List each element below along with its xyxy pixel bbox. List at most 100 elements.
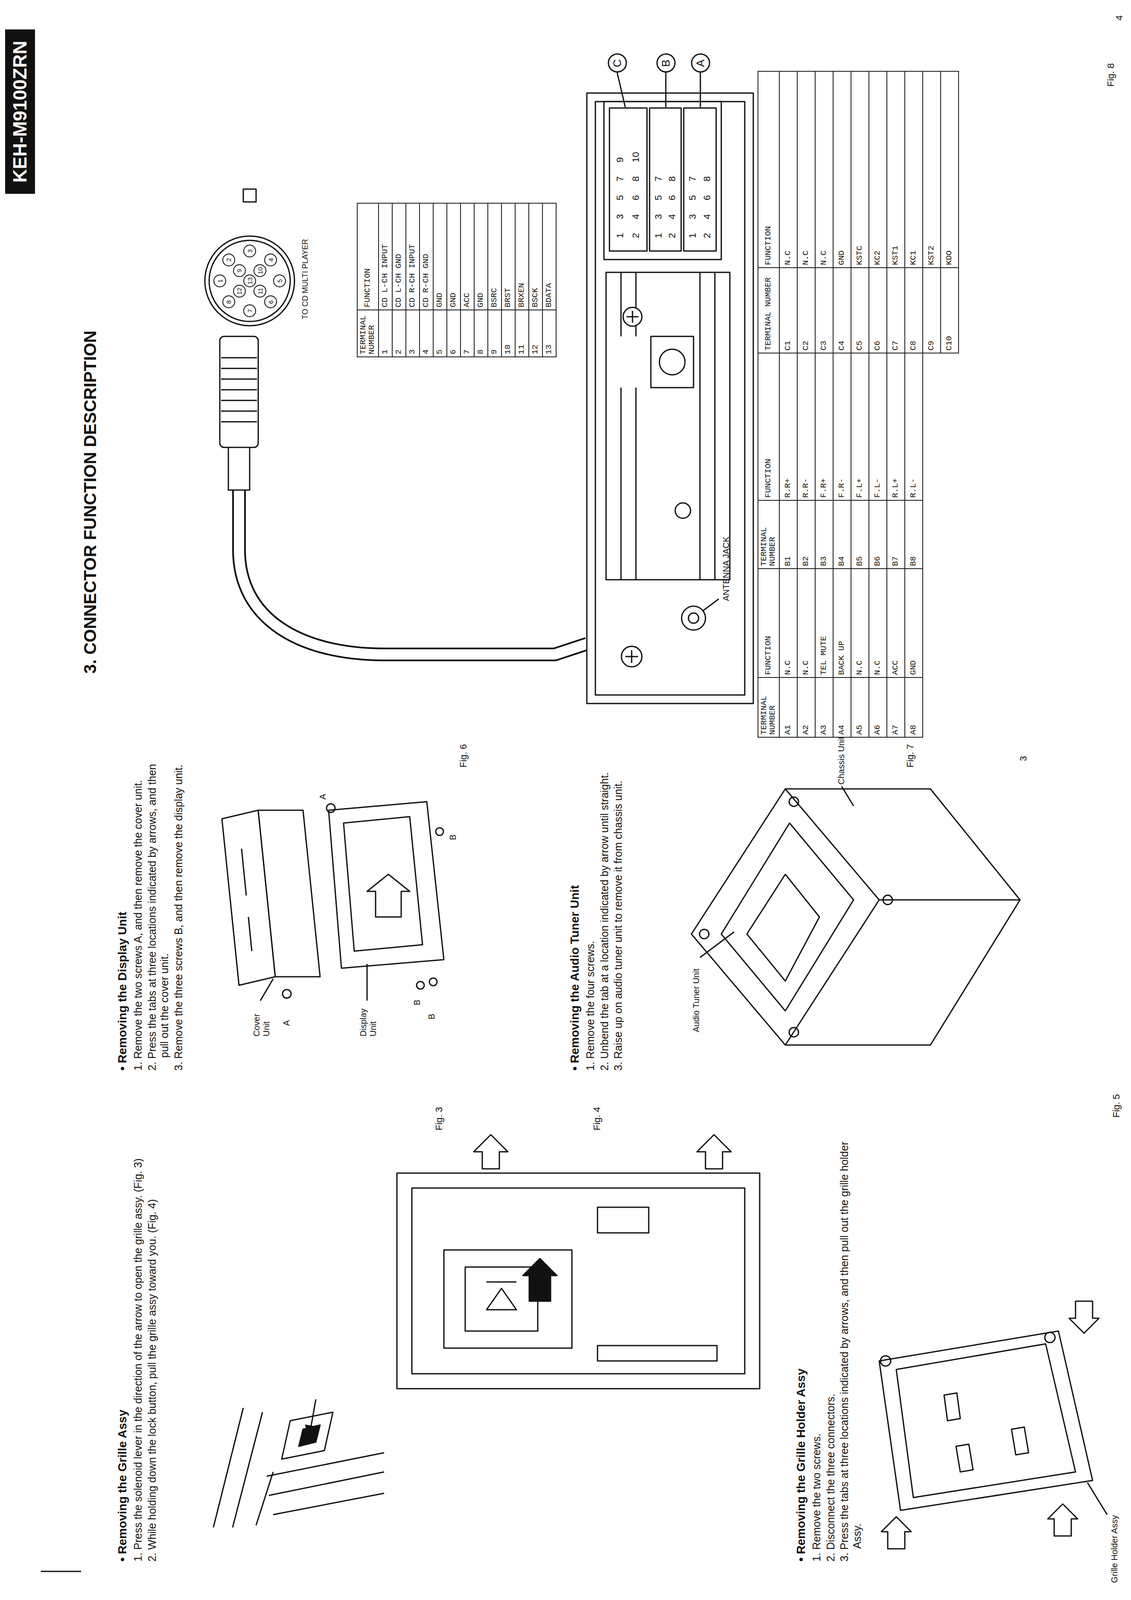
table-cell: BRST (501, 202, 516, 311)
table-cell: A4 (832, 676, 852, 738)
chassis-figure-part (841, 786, 854, 806)
procedure-step: 2. Disconnect the three connectors. (824, 1117, 838, 1562)
part-name: Display Unit (358, 1002, 379, 1037)
table-cell: F.L+ (850, 352, 870, 501)
display-unit-figure-part (416, 981, 425, 989)
pin-number: 13 (243, 274, 257, 288)
rear-view-figure-part (681, 606, 706, 630)
table-cell: N.C (868, 568, 888, 678)
table-cell: C7 (886, 267, 906, 354)
table-cell: R.L+ (886, 352, 906, 501)
grille-lever-figure-part (213, 1407, 274, 1528)
table-cell: A7 (886, 676, 906, 738)
chassis-figure-part (699, 931, 735, 958)
procedure-block: • Removing the Display Unit1. Remove the… (115, 746, 187, 1071)
cd-cable-figure-part (209, 240, 291, 322)
table-cell: B6 (868, 499, 888, 569)
rear-view-figure-part (649, 107, 682, 251)
table-cell: A3 (814, 676, 834, 738)
pin-number: 2 (222, 253, 236, 267)
rear-view-figure-part (688, 612, 699, 624)
procedure-step: 2. Press the tabs at three locations ind… (145, 746, 172, 1071)
table-cell: BSRC (487, 202, 502, 311)
procedure-heading: • Removing the Display Unit (115, 746, 130, 1071)
rear-view-figure-part (621, 646, 642, 667)
table-cell: KC1 (904, 70, 924, 269)
pin-number: 7 (243, 304, 257, 318)
front-panel-figure-part (597, 1206, 649, 1233)
procedure-step: 1. Remove the four screws. (584, 746, 598, 1071)
procedure-step: 3. Press the tabs at three locations ind… (838, 1117, 864, 1562)
table-cell: C4 (832, 267, 852, 354)
rear-view-figure-part (650, 336, 694, 388)
table-header: FUNCTION (757, 70, 780, 269)
front-panel-figure (396, 1134, 760, 1389)
callout-letter: B (448, 834, 458, 840)
callout-letter: B (426, 1013, 437, 1020)
grille-holder-figure-part (880, 1355, 891, 1366)
table-cell: BDATA (542, 202, 557, 311)
table-cell: N.C (850, 568, 870, 678)
table-cell: F.L- (868, 352, 888, 501)
table-cell: R.R- (796, 352, 816, 501)
table-cell: B5 (850, 499, 870, 569)
chassis-figure-part (699, 929, 709, 939)
table-cell: 4 (419, 309, 434, 358)
table-header: FUNCTION (757, 352, 780, 501)
table-cell: TEL MUTE (814, 568, 834, 678)
model-banner: KEH-M9100ZRN (5, 29, 35, 194)
table-cell: GND (432, 202, 448, 311)
pin-number: 11 (253, 284, 267, 298)
callout-letter: A (693, 59, 708, 67)
table-cell: A5 (850, 676, 870, 738)
table-cell: ACC (460, 202, 475, 311)
display-unit-figure-part (328, 801, 444, 968)
front-panel-figure-part (396, 1172, 760, 1389)
table-cell: B8 (904, 499, 924, 569)
display-unit-figure-part (326, 803, 336, 813)
figure-number: Fig. 4 (591, 1106, 603, 1131)
cd-cable-figure-part (239, 489, 588, 655)
table-cell: CD R-CH GND (419, 202, 434, 311)
table-header: TERMINAL NUMBER (356, 309, 379, 358)
chassis-figure-part (746, 874, 820, 981)
table-cell: C5 (850, 267, 870, 354)
callout-letter: C (610, 59, 624, 68)
pin-number: 12 (233, 284, 246, 298)
table-cell: 6 (446, 309, 461, 358)
pin-row: 1 3 5 7 (652, 176, 664, 239)
rear-view-figure-part (626, 310, 639, 323)
grille-holder-figure-part (944, 1392, 1029, 1472)
rear-view-figure-part (675, 502, 691, 519)
table-cell: 12 (528, 309, 543, 358)
table-cell: B7 (886, 499, 906, 569)
part-name: Audio Tuner Unit (691, 968, 702, 1032)
pin-number: 9 (233, 264, 246, 277)
table-header: FUNCTION (356, 202, 379, 311)
chassis-figure-part (691, 788, 1021, 1045)
table-cell: N.C (796, 568, 816, 678)
margin-mark (40, 1570, 82, 1572)
table-cell: C6 (868, 267, 888, 354)
front-panel-figure-part (486, 1281, 517, 1310)
cd-cable-figure-part (219, 336, 259, 448)
table-cell: KST2 (922, 70, 942, 269)
table-cell: BACK UP (832, 568, 852, 678)
page-number: 4 (1113, 15, 1125, 21)
table-cell: 7 (460, 309, 475, 358)
chassis-figure-part (785, 788, 1021, 1045)
callout-circle: A (690, 53, 711, 73)
pin-number: 10 (253, 264, 267, 277)
table-cell: N.C (778, 70, 798, 269)
table-cell: 9 (487, 309, 502, 358)
margin-mark-part (40, 1570, 82, 1572)
cd-cable-figure (204, 189, 588, 655)
grille-holder-figure-part (1087, 1482, 1108, 1515)
table-cell: 1 (378, 309, 393, 358)
table-cell: ACC (886, 568, 906, 678)
table-cell: 5 (432, 309, 448, 358)
table-cell: B3 (814, 499, 834, 569)
front-panel-figure-part (597, 1345, 718, 1361)
page-number: 3 (1017, 755, 1029, 761)
procedure-block: • Removing the Grille Holder Assy1. Remo… (793, 1117, 865, 1562)
